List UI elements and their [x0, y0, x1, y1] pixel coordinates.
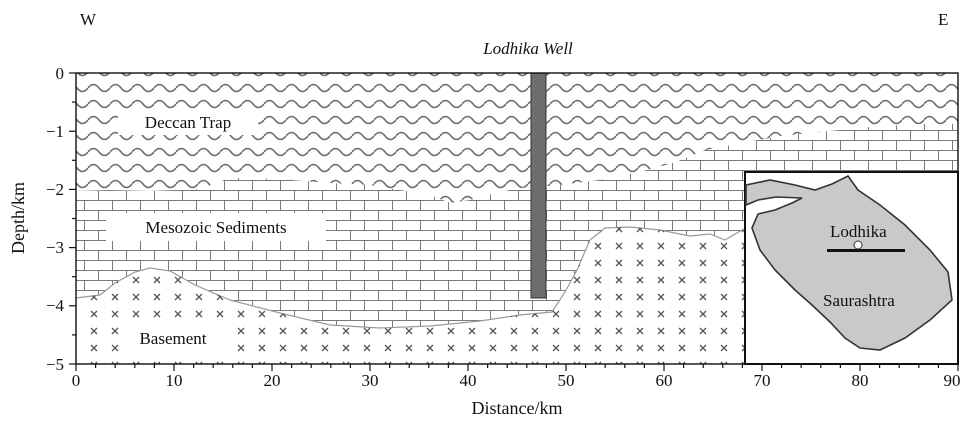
- y-tick-labels: 0 −1 −2 −3 −4 −5: [46, 64, 65, 374]
- y-axis-title: Depth/km: [8, 182, 28, 254]
- x-tick-label: 80: [852, 371, 869, 390]
- y-tick-label: −5: [46, 355, 64, 374]
- y-tick-label: −4: [46, 296, 65, 315]
- well-label: Lodhika Well: [482, 39, 573, 58]
- deccan-trap-label-bg: [118, 109, 258, 135]
- x-tick-label: 10: [166, 371, 183, 390]
- x-tick-label: 20: [264, 371, 281, 390]
- x-tick-label: 0: [72, 371, 81, 390]
- inset-region-label: Saurashtra: [823, 291, 895, 310]
- x-axis-title: Distance/km: [472, 398, 563, 418]
- x-tick-label: 90: [944, 371, 961, 390]
- basement-pattern: [76, 223, 958, 364]
- east-label: E: [938, 10, 948, 29]
- saurashtra-landmass: [745, 174, 953, 351]
- deccan-trap-label: Deccan Trap: [145, 113, 231, 132]
- mesozoic-label-bg: [106, 213, 326, 241]
- x-tick-labels: 0 10 20 30 40 50 60 70 80 90: [72, 371, 961, 390]
- lodhika-marker: [853, 240, 863, 250]
- y-tick-label: −2: [46, 180, 64, 199]
- x-tick-label: 60: [656, 371, 673, 390]
- x-tick-label: 30: [362, 371, 379, 390]
- y-tick-label: −3: [46, 238, 64, 257]
- y-tick-label: −1: [46, 122, 64, 141]
- x-axis-ticks: [75, 364, 959, 371]
- west-label: W: [80, 10, 97, 29]
- basement-label: Basement: [139, 329, 206, 348]
- section-line: [827, 249, 905, 252]
- deccan-trap-pattern: [76, 73, 958, 203]
- lodhika-well: [530, 72, 547, 299]
- mesozoic-sediments-label: Mesozoic Sediments: [145, 218, 286, 237]
- x-tick-label: 50: [558, 371, 575, 390]
- x-tick-label: 70: [754, 371, 771, 390]
- y-axis-ticks: [69, 72, 76, 365]
- basement-label-bg: [120, 325, 226, 352]
- inset-place-label: Lodhika: [830, 222, 887, 241]
- inset-map: Lodhika Saurashtra: [744, 171, 959, 365]
- x-tick-label: 40: [460, 371, 477, 390]
- y-tick-label: 0: [56, 64, 65, 83]
